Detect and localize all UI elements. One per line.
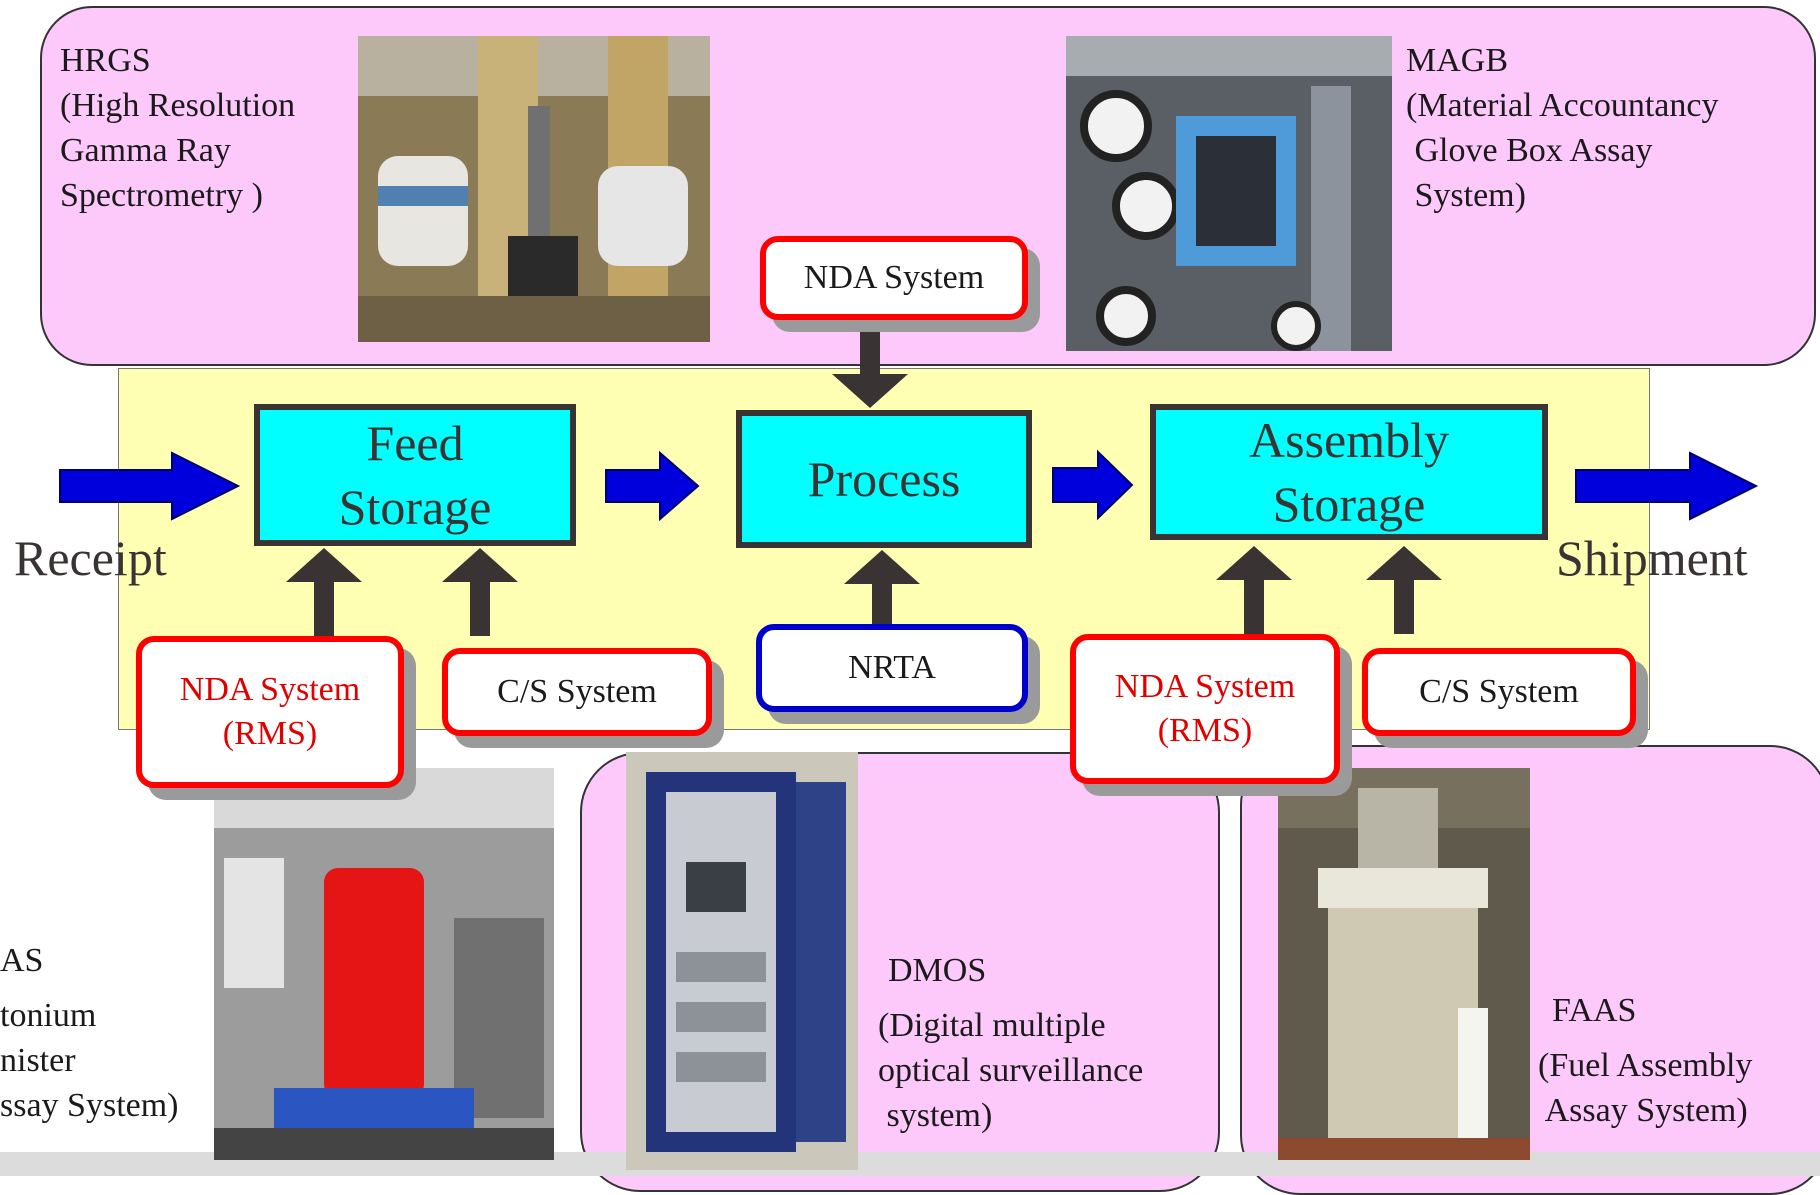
rms-to-feed-arrow: [286, 548, 362, 636]
nda-rms-right-label-1: NDA System: [1114, 668, 1296, 705]
pcas-full-1: tonium: [0, 997, 97, 1034]
cs-system-right-box: C/S System: [1362, 648, 1636, 736]
rms-to-assembly-arrow: [1216, 546, 1292, 634]
pcas-abbr: AS: [0, 942, 44, 979]
nda-to-process-arrow: [832, 322, 908, 408]
cs-system-left-box: C/S System: [442, 648, 712, 736]
hrgs-abbr: HRGS: [60, 42, 151, 79]
magb-abbr: MAGB: [1406, 42, 1509, 79]
faas-text: FAAS (Fuel Assembly Assay System): [1538, 988, 1752, 1133]
dmos-abbr: DMOS: [888, 952, 987, 989]
nda-rms-left-box: NDA System (RMS): [136, 636, 404, 788]
nda-rms-right-box: NDA System (RMS): [1070, 634, 1340, 784]
feed-to-process-arrow: [605, 450, 700, 522]
nrta-box: NRTA: [756, 624, 1028, 712]
hrgs-text: HRGS (High Resolution Gamma Ray Spectrom…: [60, 38, 295, 218]
assembly-storage-label-1: Assembly: [1249, 412, 1449, 468]
nda-system-top-box: NDA System: [760, 236, 1028, 320]
hrgs-full-1: (High Resolution: [60, 87, 296, 124]
process-label: Process: [807, 451, 961, 507]
hrgs-full-3: Spectrometry ): [60, 177, 263, 214]
cs-system-right-label: C/S System: [1419, 673, 1579, 710]
pcas-full-3: ssay System): [0, 1087, 179, 1124]
magb-photo: [1066, 36, 1392, 351]
receipt-label: Receipt: [14, 530, 167, 586]
dmos-full-1: (Digital multiple: [878, 1007, 1106, 1044]
assembly-storage-label-2: Storage: [1272, 476, 1426, 532]
magb-full-2: Glove Box Assay: [1406, 132, 1653, 169]
shipment-label: Shipment: [1556, 530, 1748, 586]
nda-rms-left-label-2: (RMS): [222, 715, 318, 752]
magb-full-3: System): [1406, 177, 1526, 214]
pcas-full-2: nister: [0, 1042, 76, 1079]
faas-photo: [1278, 768, 1530, 1160]
pcas-photo: [214, 768, 554, 1160]
pcas-text: AS tonium nister ssay System): [0, 938, 179, 1128]
nrta-to-process-arrow: [844, 550, 920, 626]
faas-abbr: FAAS: [1552, 992, 1637, 1029]
cs-system-left-label: C/S System: [497, 673, 657, 710]
nda-system-top-label: NDA System: [803, 259, 985, 296]
nda-rms-left-label-1: NDA System: [179, 671, 361, 708]
magb-full-1: (Material Accountancy: [1406, 87, 1719, 124]
dmos-full-3: system): [878, 1097, 993, 1134]
process-box: Process: [736, 410, 1032, 548]
nrta-label: NRTA: [848, 649, 936, 686]
shipment-arrow: [1575, 451, 1759, 521]
feed-storage-label-1: Feed: [366, 415, 464, 471]
hrgs-full-2: Gamma Ray: [60, 132, 231, 169]
faas-full-1: (Fuel Assembly: [1538, 1047, 1753, 1084]
cs-to-assembly-arrow: [1366, 546, 1442, 634]
receipt-arrow: [59, 451, 241, 521]
dmos-full-2: optical surveillance: [878, 1052, 1144, 1089]
feed-storage-label-2: Storage: [338, 479, 492, 535]
nda-rms-right-label-2: (RMS): [1157, 712, 1253, 749]
dmos-text: DMOS (Digital multiple optical surveilla…: [878, 948, 1143, 1138]
dmos-photo: [626, 752, 858, 1170]
cs-to-feed-arrow: [442, 548, 518, 636]
magb-text: MAGB (Material Accountancy Glove Box Ass…: [1406, 38, 1718, 218]
process-to-assembly-arrow: [1052, 449, 1134, 521]
faas-full-2: Assay System): [1538, 1092, 1748, 1129]
hrgs-photo: [358, 36, 710, 342]
